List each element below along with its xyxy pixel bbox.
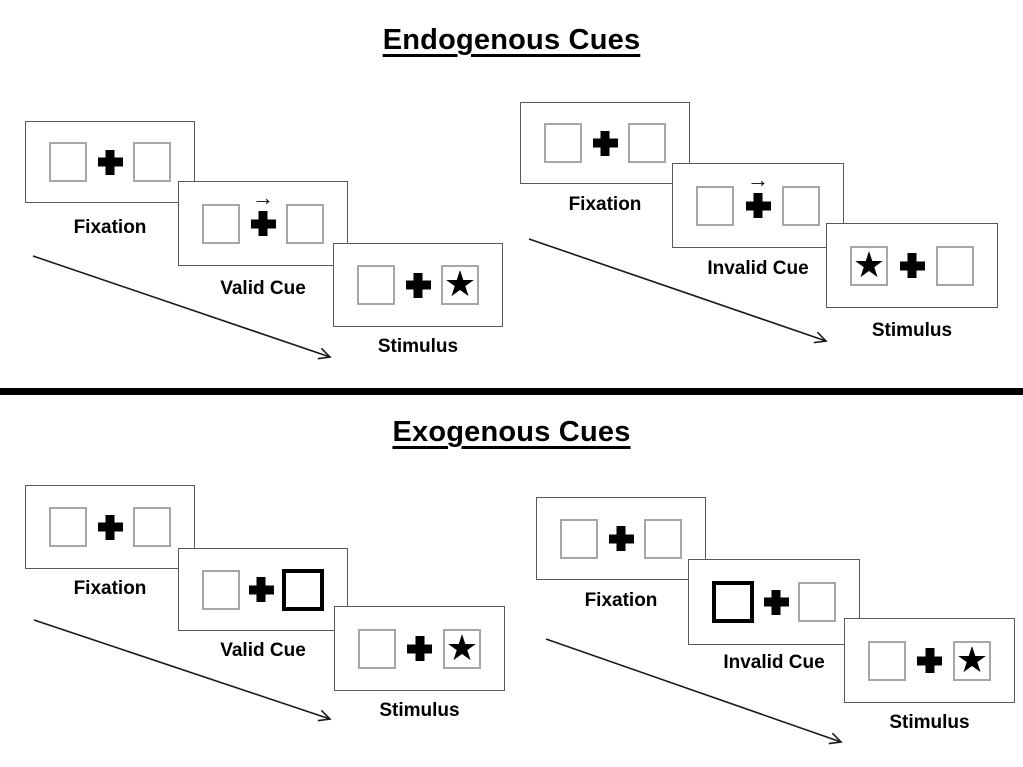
timeline-arrow-exogenous-invalid [545,638,843,745]
endo-invalid-fixation-panel [520,102,690,184]
placeholder-box-right [133,507,171,547]
placeholder-box-right [798,582,836,622]
fixation-cross-icon [900,253,925,278]
placeholder-box-left: ★ [850,244,888,286]
exo-invalid-fixation-label: Fixation [584,590,658,611]
endo-valid-fixation-label: Fixation [73,217,147,238]
placeholder-box-left [544,123,582,163]
placeholder-box-right [644,518,682,559]
exo-invalid-cue-panel [688,559,860,645]
placeholder-box-right [936,245,974,286]
section-title-endogenous: Endogenous Cues [382,24,641,56]
placeholder-box-left [202,203,240,244]
placeholder-box-left [868,640,906,681]
star-icon: ★ [955,639,989,681]
endo-invalid-fixation-label: Fixation [568,194,642,215]
section-title-exogenous: Exogenous Cues [392,416,631,448]
placeholder-box-right: ★ [443,627,481,669]
placeholder-box-left [357,265,395,305]
cue-arrow-right-icon: → [252,185,274,210]
placeholder-box-right [782,185,820,226]
star-icon: ★ [445,627,479,669]
placeholder-box-left [49,507,87,547]
exo-valid-fixation-label: Fixation [73,578,147,599]
endo-valid-cue-label: Valid Cue [220,278,306,299]
timeline-arrow-endogenous-valid [32,255,332,360]
fixation-cross-icon [764,590,789,615]
endo-valid-stimulus-panel: ★ [333,243,503,327]
timeline-arrow-exogenous-valid [33,619,332,722]
placeholder-box-left [49,142,87,182]
endo-valid-cue-panel: → [178,181,348,266]
fixation-cross-icon [593,131,618,156]
endo-valid-stimulus-label: Stimulus [377,336,459,357]
fixation-cross-icon [406,273,431,298]
timeline-arrow-endogenous-invalid [528,238,828,344]
fixation-cross-icon [251,211,276,236]
placeholder-box-right: ★ [441,265,479,305]
exo-valid-stimulus-label: Stimulus [379,700,460,721]
exo-invalid-cue-label: Invalid Cue [723,652,825,673]
placeholder-box-right [286,203,324,244]
fixation-cross-icon [609,526,634,551]
placeholder-box-left [696,185,734,226]
endo-invalid-stimulus-label: Stimulus [871,320,953,341]
exo-valid-fixation-panel [25,485,195,569]
endo-invalid-cue-panel: → [672,163,844,248]
exo-invalid-stimulus-label: Stimulus [889,712,970,733]
placeholder-box-right [628,123,666,163]
placeholder-box-right [133,142,171,182]
exo-invalid-fixation-panel [536,497,706,580]
section-divider [0,388,1023,395]
fixation-cross-icon [746,193,771,218]
endo-invalid-stimulus-panel: ★ [826,223,998,308]
fixation-cross-icon [98,515,123,540]
placeholder-box-left [358,628,396,669]
endo-valid-fixation-panel [25,121,195,203]
placeholder-box-left [560,518,598,559]
bold-cue-box-left [712,581,754,623]
endo-invalid-cue-label: Invalid Cue [707,258,809,279]
fixation-cross-icon [98,150,123,175]
exo-valid-cue-label: Valid Cue [220,640,306,661]
cue-arrow-right-icon: → [747,167,769,192]
exo-valid-stimulus-panel: ★ [334,606,505,691]
fixation-cross-icon [917,648,942,673]
star-icon: ★ [852,244,886,286]
star-icon: ★ [443,264,477,305]
placeholder-box-left [202,569,240,610]
placeholder-box-right: ★ [953,639,991,681]
exo-valid-cue-panel [178,548,348,631]
fixation-cross-icon [407,636,432,661]
fixation-cross-icon [249,577,274,602]
bold-cue-box-right [282,568,324,611]
exo-invalid-stimulus-panel: ★ [844,618,1015,703]
